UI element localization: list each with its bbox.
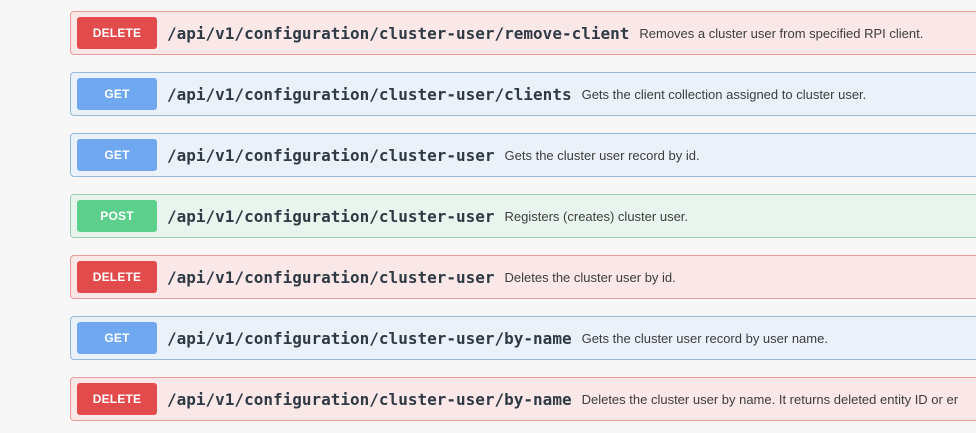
operation-description: Deletes the cluster user by name. It ret… <box>581 391 959 407</box>
operation-description: Gets the client collection assigned to c… <box>581 86 867 102</box>
operation-path: /api/v1/configuration/cluster-user <box>167 267 495 287</box>
operations-list: DELETE /api/v1/configuration/cluster-use… <box>70 11 976 433</box>
method-badge: GET <box>77 78 157 110</box>
operation-path: /api/v1/configuration/cluster-user/remov… <box>167 23 630 43</box>
method-badge: GET <box>77 139 157 171</box>
operation-path: /api/v1/configuration/cluster-user/clien… <box>167 84 572 104</box>
operation-description: Deletes the cluster user by id. <box>504 269 676 285</box>
method-badge: DELETE <box>77 383 157 415</box>
operation-row[interactable]: POST /api/v1/configuration/cluster-user … <box>70 194 976 238</box>
operation-description: Gets the cluster user record by id. <box>504 147 700 163</box>
operation-row[interactable]: GET /api/v1/configuration/cluster-user G… <box>70 133 976 177</box>
operation-row[interactable]: GET /api/v1/configuration/cluster-user/b… <box>70 316 976 360</box>
method-badge: GET <box>77 322 157 354</box>
method-badge: DELETE <box>77 261 157 293</box>
method-badge: POST <box>77 200 157 232</box>
operation-row[interactable]: DELETE /api/v1/configuration/cluster-use… <box>70 377 976 421</box>
method-badge: DELETE <box>77 17 157 49</box>
operation-path: /api/v1/configuration/cluster-user/by-na… <box>167 328 572 348</box>
operation-path: /api/v1/configuration/cluster-user <box>167 206 495 226</box>
operation-description: Removes a cluster user from specified RP… <box>639 25 924 41</box>
operation-row[interactable]: DELETE /api/v1/configuration/cluster-use… <box>70 11 976 55</box>
operation-path: /api/v1/configuration/cluster-user/by-na… <box>167 389 572 409</box>
operation-row[interactable]: DELETE /api/v1/configuration/cluster-use… <box>70 255 976 299</box>
operation-row[interactable]: GET /api/v1/configuration/cluster-user/c… <box>70 72 976 116</box>
operation-description: Gets the cluster user record by user nam… <box>581 330 828 346</box>
operation-path: /api/v1/configuration/cluster-user <box>167 145 495 165</box>
operation-description: Registers (creates) cluster user. <box>504 208 689 224</box>
